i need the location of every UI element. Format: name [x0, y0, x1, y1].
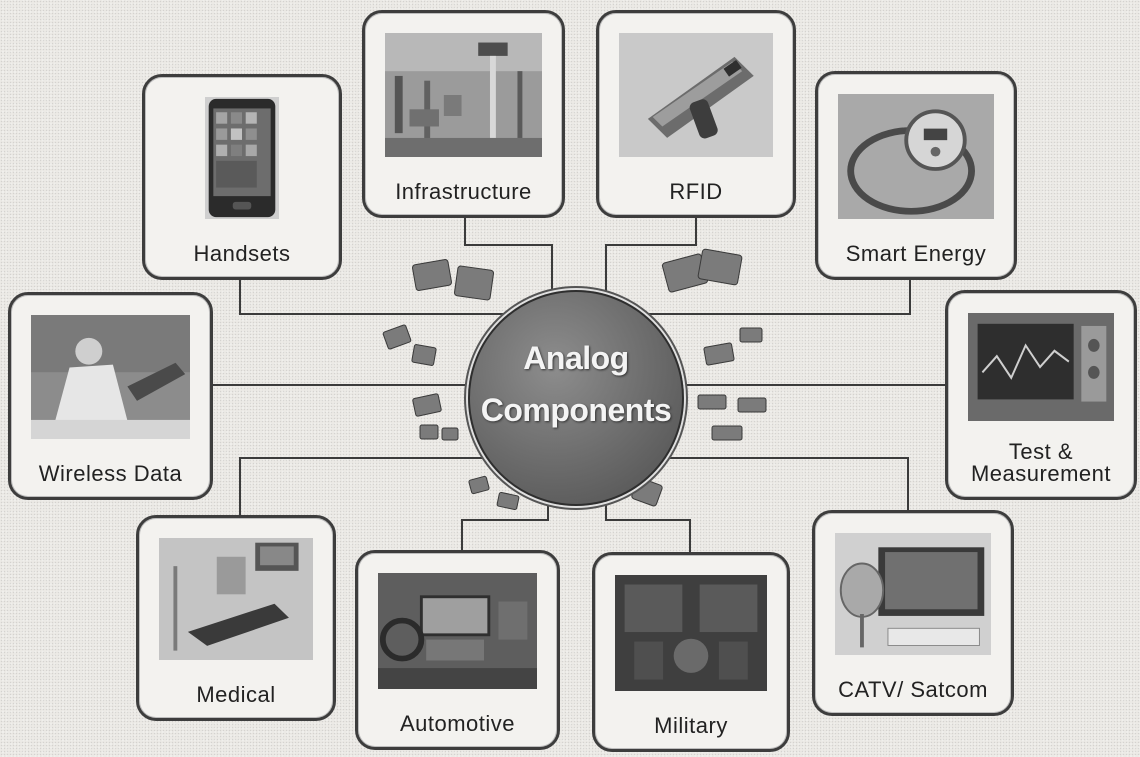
connector-rfid — [605, 218, 697, 305]
connector-automotive — [461, 495, 549, 550]
medical-photo — [159, 538, 313, 660]
card-wireless-data: Wireless Data — [8, 292, 213, 500]
catv-satcom-photo — [835, 533, 991, 655]
test-measurement-photo — [968, 313, 1114, 421]
automotive-label: Automotive — [399, 711, 516, 736]
connector-smart-energy — [625, 280, 911, 315]
card-handsets: Handsets — [142, 74, 342, 280]
card-infrastructure: Infrastructure — [362, 10, 565, 218]
infrastructure-label: Infrastructure — [395, 179, 532, 204]
card-automotive: Automotive — [355, 550, 560, 750]
hub-label: Analog Components — [480, 340, 672, 428]
connector-handsets — [239, 280, 530, 315]
card-test-measurement: Test & Measurement — [945, 290, 1137, 500]
connector-military — [605, 495, 691, 552]
medical-label: Medical — [196, 682, 276, 707]
infrastructure-photo — [385, 33, 542, 157]
connector-medical — [239, 457, 512, 515]
card-smart-energy: Smart Energy — [815, 71, 1017, 280]
smart-energy-label: Smart Energy — [845, 241, 987, 266]
catv-satcom-label: CATV/ Satcom — [838, 677, 988, 702]
card-military: Military — [592, 552, 790, 752]
wireless-data-label: Wireless Data — [38, 461, 183, 486]
rfid-label: RFID — [669, 179, 723, 204]
test-measurement-label: Test & Measurement — [970, 439, 1111, 486]
wireless-data-photo — [31, 315, 190, 439]
card-catv-satcom: CATV/ Satcom — [812, 510, 1014, 716]
smart-energy-photo — [838, 94, 994, 219]
handsets-label: Handsets — [193, 241, 291, 266]
connector-infrastructure — [464, 218, 553, 305]
analog-components-hub: Analog Components — [468, 290, 684, 506]
card-medical: Medical — [136, 515, 336, 721]
connector-catv-satcom — [640, 457, 909, 510]
handsets-photo — [205, 97, 279, 219]
military-photo — [615, 575, 767, 691]
automotive-photo — [378, 573, 537, 689]
card-rfid: RFID — [596, 10, 796, 218]
military-label: Military — [654, 713, 728, 738]
rfid-photo — [619, 33, 773, 157]
